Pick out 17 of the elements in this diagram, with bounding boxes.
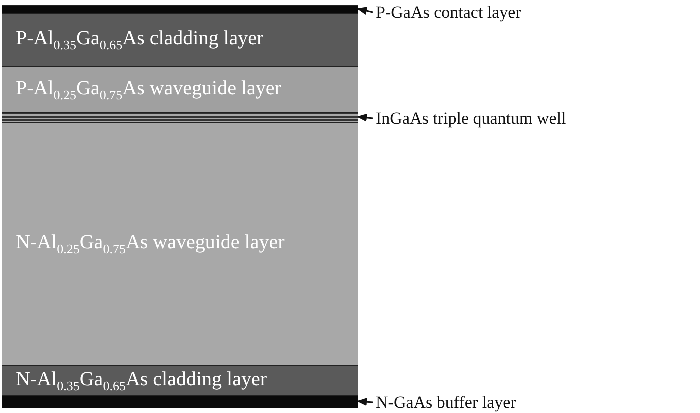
cladding-layer-band	[2, 365, 358, 395]
leader-arrow	[357, 7, 374, 15]
layer-label: P-Al$_{0.35}$Ga$_{0.65}$As cladding layer	[16, 28, 264, 52]
quantum-well-band	[2, 112, 358, 122]
layer-label: N-Al$_{0.35}$Ga$_{0.65}$As cladding layer	[16, 369, 268, 392]
contact-layer-band	[2, 5, 358, 13]
callout-label: N-GaAs buffer layer	[376, 394, 516, 411]
layer-label: P-Al$_{0.25}$Ga$_{0.75}$As waveguide layer	[16, 78, 282, 101]
callout-label: P-GaAs contact layer	[376, 4, 522, 21]
buffer-layer-band	[2, 395, 358, 408]
callout-label: InGaAs triple quantum well	[376, 110, 566, 127]
cladding-layer-band	[2, 13, 358, 66]
layer-label: N-Al$_{0.25}$Ga$_{0.75}$As waveguide layer	[16, 232, 285, 256]
waveguide-layer-band	[2, 122, 358, 365]
leader-arrow	[357, 114, 374, 122]
waveguide-layer-band	[2, 66, 358, 112]
leader-arrow	[357, 398, 374, 406]
